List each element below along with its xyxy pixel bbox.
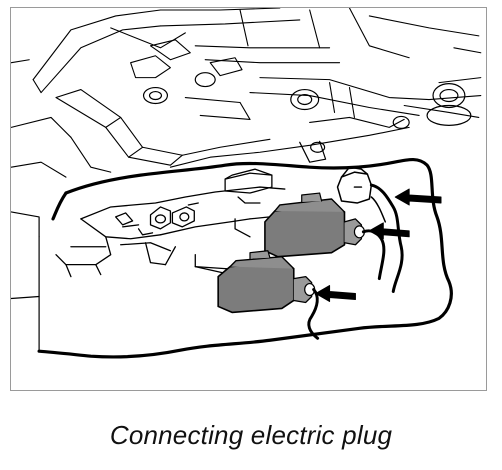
- upper-module: [264, 192, 386, 281]
- lower-module: [217, 250, 320, 340]
- arrow-middle: [368, 222, 410, 240]
- upper-connector: [336, 166, 404, 294]
- arrow-top: [394, 188, 442, 206]
- technical-illustration: [11, 8, 482, 359]
- arrow-bottom: [315, 285, 356, 302]
- figure-frame: [10, 7, 487, 391]
- mounting-plate: [55, 186, 291, 280]
- cutaway-panel: [11, 157, 453, 359]
- upper-structure: [11, 8, 482, 178]
- small-connectors: [115, 168, 273, 236]
- upper-fittings: [142, 72, 472, 163]
- figure-caption: Connecting electric plug: [109, 420, 393, 450]
